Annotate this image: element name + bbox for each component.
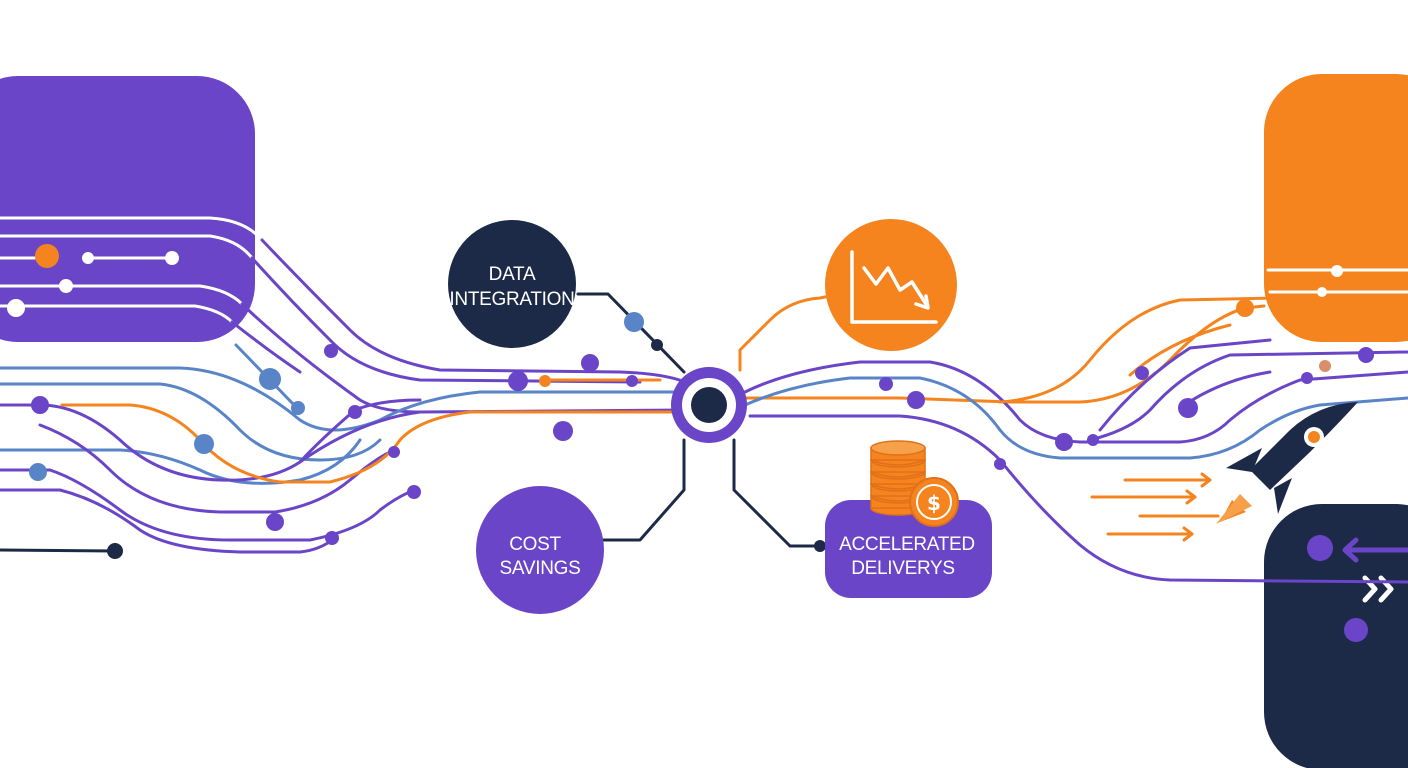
accelerated-deliveries-node: ACCELERATED DELIVERYS [825,500,992,598]
cost-savings-label-line1: COST [509,534,561,555]
right-orange-panel [1264,74,1408,342]
declining-trend-node [825,219,957,351]
declining-chart-icon [850,250,938,324]
coin-stack-icon: $ [870,440,959,527]
cost-savings-label-line2: SAVINGS [500,558,581,579]
accelerated-deliveries-label-line1: ACCELERATED [839,534,975,555]
speed-lines [1090,472,1220,542]
rocket-icon [1216,402,1358,524]
flow-dots [29,299,1374,559]
data-integration-label-line1: DATA [489,264,536,285]
central-hub [671,367,747,443]
cost-savings-node: COST SAVINGS [476,486,604,614]
accelerated-deliveries-label-line2: DELIVERYS [851,558,955,579]
dollar-glyph: $ [927,491,941,515]
data-integration-label-line2: INTEGRATION [449,289,574,310]
left-source-panel [0,76,264,342]
flow-lines [0,238,1408,584]
data-integration-node: DATA INTEGRATION [448,220,576,348]
right-navy-panel [1264,504,1408,768]
